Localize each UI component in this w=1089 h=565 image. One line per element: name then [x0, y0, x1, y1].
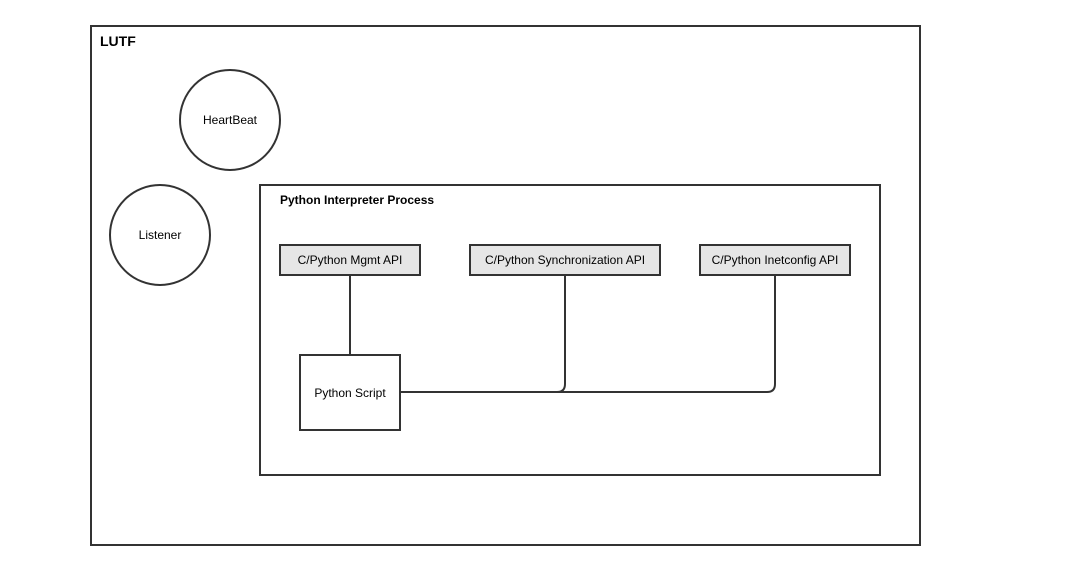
inetconfig-api-box: C/Python Inetconfig API — [699, 244, 851, 276]
python-interpreter-process-container — [259, 184, 881, 476]
lutf-title: LUTF — [100, 33, 136, 49]
mgmt-api-box: C/Python Mgmt API — [279, 244, 421, 276]
listener-node: Listener — [109, 184, 211, 286]
python-script-label: Python Script — [314, 385, 386, 400]
inetconfig-api-label: C/Python Inetconfig API — [711, 253, 839, 267]
listener-label: Listener — [138, 228, 182, 242]
synchronization-api-label: C/Python Synchronization API — [484, 253, 646, 267]
heartbeat-node: HeartBeat — [179, 69, 281, 171]
mgmt-api-label: C/Python Mgmt API — [297, 253, 403, 267]
python-script-box: Python Script — [299, 354, 401, 431]
heartbeat-label: HeartBeat — [202, 113, 258, 127]
synchronization-api-box: C/Python Synchronization API — [469, 244, 661, 276]
python-interpreter-process-title: Python Interpreter Process — [280, 193, 435, 207]
lutf-container — [90, 25, 921, 546]
